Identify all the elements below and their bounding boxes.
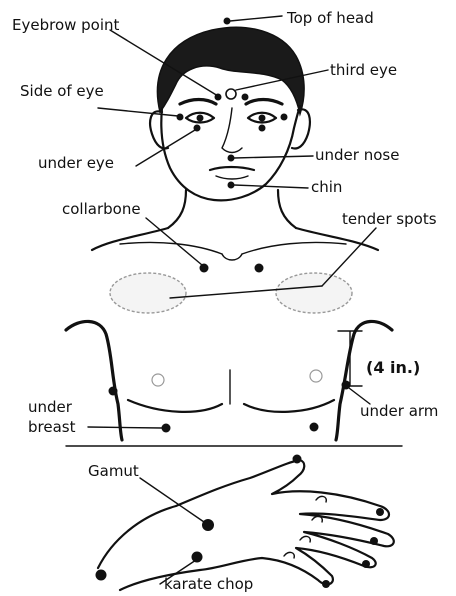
mouth (210, 167, 254, 170)
left-shoulder (92, 228, 168, 250)
side-of-eye-left (177, 114, 184, 121)
chest-upper-points (110, 264, 352, 314)
leader-under-breast (88, 427, 162, 428)
leader-chin (234, 185, 308, 188)
left-eyebrow (180, 100, 216, 105)
left-ear (150, 111, 168, 148)
label-under-breast-line2: breast (28, 418, 76, 436)
hair (157, 27, 304, 114)
third-eye-point (226, 89, 236, 99)
leader-top-of-head (230, 16, 282, 21)
lower-lip (216, 176, 248, 179)
under-breast-point-right (310, 423, 319, 432)
sternal-notch (222, 254, 242, 260)
under-eye-right (259, 125, 266, 132)
left-pec (128, 400, 222, 412)
label-under-nose: under nose (315, 146, 399, 164)
left-nipple (152, 374, 164, 386)
gamut-point (202, 519, 214, 531)
ring-tip-point (362, 560, 370, 568)
right-pec (244, 400, 334, 412)
leader-side-of-eye (98, 108, 178, 116)
index-tip-point (376, 508, 384, 516)
label-under-breast-line1: under (28, 398, 73, 416)
measure-bracket (338, 331, 362, 386)
label-four-inches: (4 in.) (366, 358, 420, 377)
label-under-arm: under arm (360, 402, 438, 420)
leader-under-nose (234, 156, 313, 158)
finger-crease-2 (312, 516, 322, 522)
label-top-of-head: Top of head (286, 9, 374, 27)
label-tender-spots: tender spots (342, 210, 437, 228)
neck-left (168, 190, 186, 228)
under-arm-point-left (109, 387, 118, 396)
right-clavicle (242, 242, 346, 254)
neck-right (278, 190, 296, 228)
label-collarbone: collarbone (62, 200, 141, 218)
leader-under-eye (136, 130, 195, 166)
label-chin: chin (311, 178, 342, 196)
eyebrow-point-right (242, 94, 249, 101)
middle-tip-point (370, 537, 378, 545)
label-side-of-eye: Side of eye (20, 82, 104, 100)
right-nipple (310, 370, 322, 382)
tender-spot-right (276, 273, 352, 313)
nose (222, 108, 242, 153)
label-third-eye: third eye (330, 61, 397, 79)
finger-crease-3 (300, 536, 310, 542)
wrist-point (96, 570, 107, 581)
leader-collarbone (146, 218, 202, 265)
label-karate-chop: karate chop (164, 575, 253, 593)
left-clavicle (120, 242, 222, 254)
right-arm-outline (336, 321, 392, 440)
finger-crease-1 (316, 496, 326, 502)
label-eyebrow-point: Eyebrow point (12, 16, 120, 34)
finger-crease-4 (284, 552, 294, 558)
left-pupil (197, 115, 204, 122)
karate-chop-point (192, 552, 203, 563)
thumb-tip-point (293, 455, 302, 464)
labels: Top of head Eyebrow point third eye Side… (12, 9, 438, 593)
label-gamut: Gamut (88, 462, 139, 480)
right-eyebrow (246, 100, 282, 105)
under-breast-point-left (162, 424, 171, 433)
collarbone-point-right (255, 264, 264, 273)
tender-spot-left (110, 273, 186, 313)
label-under-eye: under eye (38, 154, 114, 172)
side-of-eye-right (281, 114, 288, 121)
pinky-tip-point (322, 580, 330, 588)
right-pupil (259, 115, 266, 122)
